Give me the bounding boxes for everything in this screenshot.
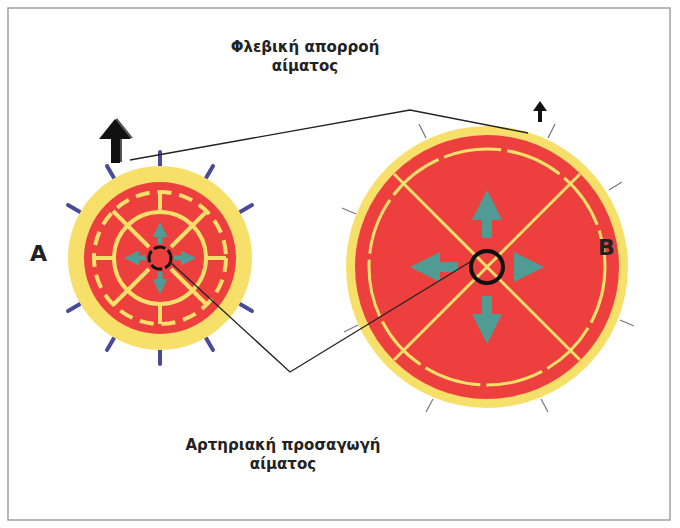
circle-letter: A	[30, 240, 60, 268]
venous-outflow-label: Φλεβική απορροή αίματος	[215, 38, 395, 76]
arterial-supply-label: Αρτηριακή προσαγωγή αίματος	[178, 436, 388, 474]
circle-letter: B	[598, 234, 628, 262]
